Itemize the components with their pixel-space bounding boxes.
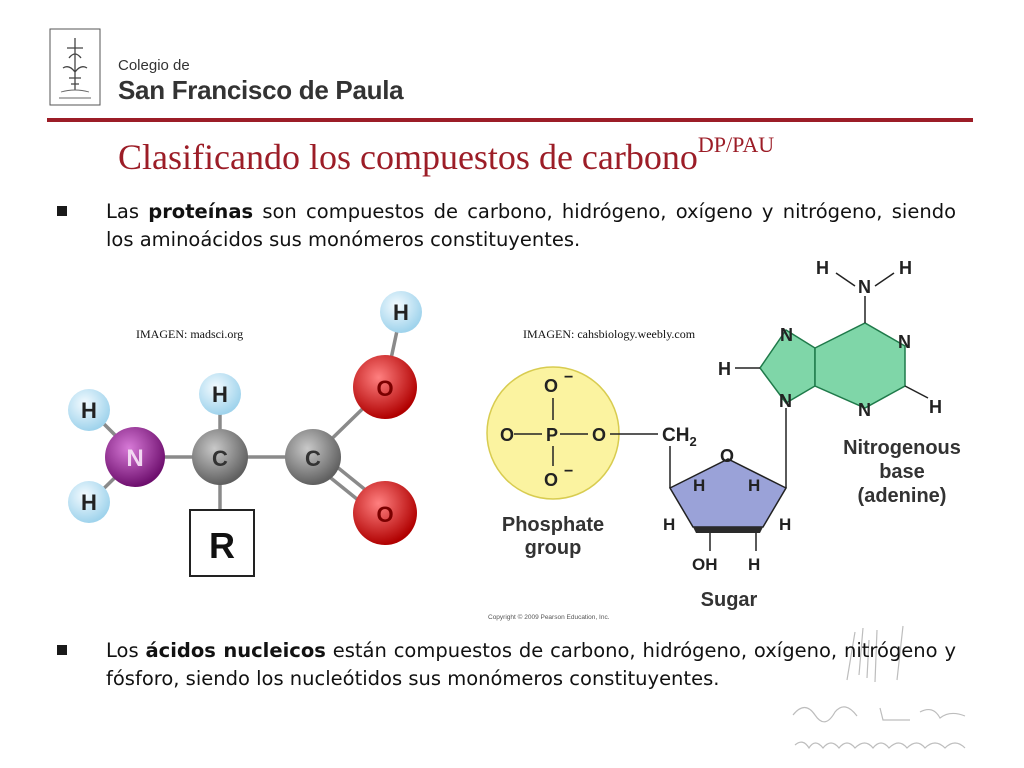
sugar-hydrogen: H: [748, 476, 760, 495]
sugar-ring: [668, 458, 788, 528]
hydrogen-atom: H: [380, 291, 422, 333]
ch2-label: CH2: [662, 425, 697, 449]
base-nitrogen: N: [779, 391, 792, 411]
phosphate-oxygen-bottom: O: [544, 470, 558, 490]
bullet-nucleic-acids: Los ácidos nucleicos están compuestos de…: [106, 637, 956, 693]
atom-label: O: [376, 502, 393, 527]
atom-label: C: [305, 446, 321, 471]
base-nitrogen: N: [780, 325, 793, 345]
phosphate-circle: [486, 366, 620, 500]
charge-symbol: −: [564, 463, 573, 480]
image-credit-nucleotide: IMAGEN: cahsbiology.weebly.com: [523, 327, 696, 341]
bullet-keyword: ácidos nucleicos: [145, 639, 326, 662]
atom-label: N: [126, 445, 143, 472]
atom-label: H: [81, 398, 97, 423]
base-hydrogen: H: [816, 258, 829, 278]
pyrimidine-ring: [814, 322, 906, 409]
sugar-hydrogen: H: [693, 476, 705, 495]
bullet-marker: [57, 645, 67, 655]
sugar-label: Sugar: [701, 589, 758, 611]
base-nitrogen: N: [898, 332, 911, 352]
atom-label: H: [81, 490, 97, 515]
atom-label: C: [212, 446, 228, 471]
sugar-hydroxyl: OH: [692, 555, 718, 574]
phosphate-oxygen-right: O: [592, 425, 606, 445]
sugar-group: CH2 O H H H H OH H Sugar: [662, 425, 791, 611]
base-label-line2: base: [879, 461, 925, 483]
hydrogen-atom: H: [199, 373, 241, 415]
carbon-atom: C: [192, 429, 248, 485]
bullet-text: Las: [106, 200, 149, 223]
base-nitrogen: N: [858, 277, 871, 297]
phosphate-oxygen-left: O: [500, 425, 514, 445]
phosphate-group: O − O P O O − Phosphate group: [486, 366, 620, 559]
atom-label: O: [376, 376, 393, 401]
slide-title-text: Clasificando los compuestos de carbono: [118, 137, 698, 177]
base-nitrogen: N: [858, 400, 871, 420]
base-hydrogen: H: [718, 359, 731, 379]
oxygen-atom: O: [353, 481, 417, 545]
school-name-line2: San Francisco de Paula: [118, 75, 404, 105]
school-name: Colegio de San Francisco de Paula: [118, 57, 404, 105]
imidazole-ring: [759, 328, 816, 404]
sugar-oxygen: O: [720, 446, 734, 466]
oxygen-atom: O: [353, 355, 417, 419]
bullet-keyword: proteínas: [148, 200, 254, 223]
school-crest-logo: [49, 28, 101, 106]
sugar-hydrogen: H: [779, 515, 791, 534]
slide-title: Clasificando los compuestos de carbonoDP…: [118, 132, 774, 178]
sugar-hydrogen: H: [663, 515, 675, 534]
school-name-line1: Colegio de: [118, 57, 190, 74]
nucleotide-diagram: O − O P O O − Phosphate group CH2 O H H …: [486, 258, 961, 611]
nitrogen-atom: N: [105, 427, 165, 487]
amino-acid-diagram: H H H H N C C O O R: [68, 291, 422, 577]
r-group-label: R: [209, 525, 235, 566]
base-label-line3: (adenine): [858, 485, 947, 507]
hydrogen-atom: H: [68, 481, 110, 523]
bullet-text: Los: [106, 639, 146, 662]
phosphate-label-line1: Phosphate: [502, 514, 604, 536]
phosphate-oxygen-top: O: [544, 376, 558, 396]
school-crest-icon: [49, 28, 101, 106]
bullet-proteins: Las proteínas son compuestos de carbono,…: [106, 198, 956, 254]
r-group-box: R: [189, 509, 255, 577]
header-divider: [47, 118, 973, 122]
atom-label: H: [212, 382, 228, 407]
sugar-hydrogen: H: [748, 555, 760, 574]
slide-title-superscript: DP/PAU: [697, 132, 775, 157]
base-hydrogen: H: [899, 258, 912, 278]
image-credit-amino: IMAGEN: madsci.org: [136, 327, 244, 341]
bullet-text: están compuestos de carbono, hidrógeno, …: [106, 639, 956, 690]
phosphate-label-line2: group: [525, 537, 582, 559]
base-label-line1: Nitrogenous: [843, 437, 961, 459]
hydrogen-atom: H: [68, 389, 110, 431]
charge-symbol: −: [564, 369, 573, 386]
bullet-marker: [57, 206, 67, 216]
copyright-notice: Copyright © 2009 Pearson Education, Inc.: [488, 614, 610, 621]
atom-label: H: [393, 300, 409, 325]
nitrogenous-base: H H N N N H N N H Nitrogenous base (aden…: [718, 258, 961, 507]
decorative-signature: [792, 625, 966, 750]
base-hydrogen: H: [929, 397, 942, 417]
bullet-text: son compuestos de carbono, hidrógeno, ox…: [106, 200, 957, 251]
carbon-atom: C: [285, 429, 341, 485]
phosphorus-atom: P: [546, 425, 558, 445]
